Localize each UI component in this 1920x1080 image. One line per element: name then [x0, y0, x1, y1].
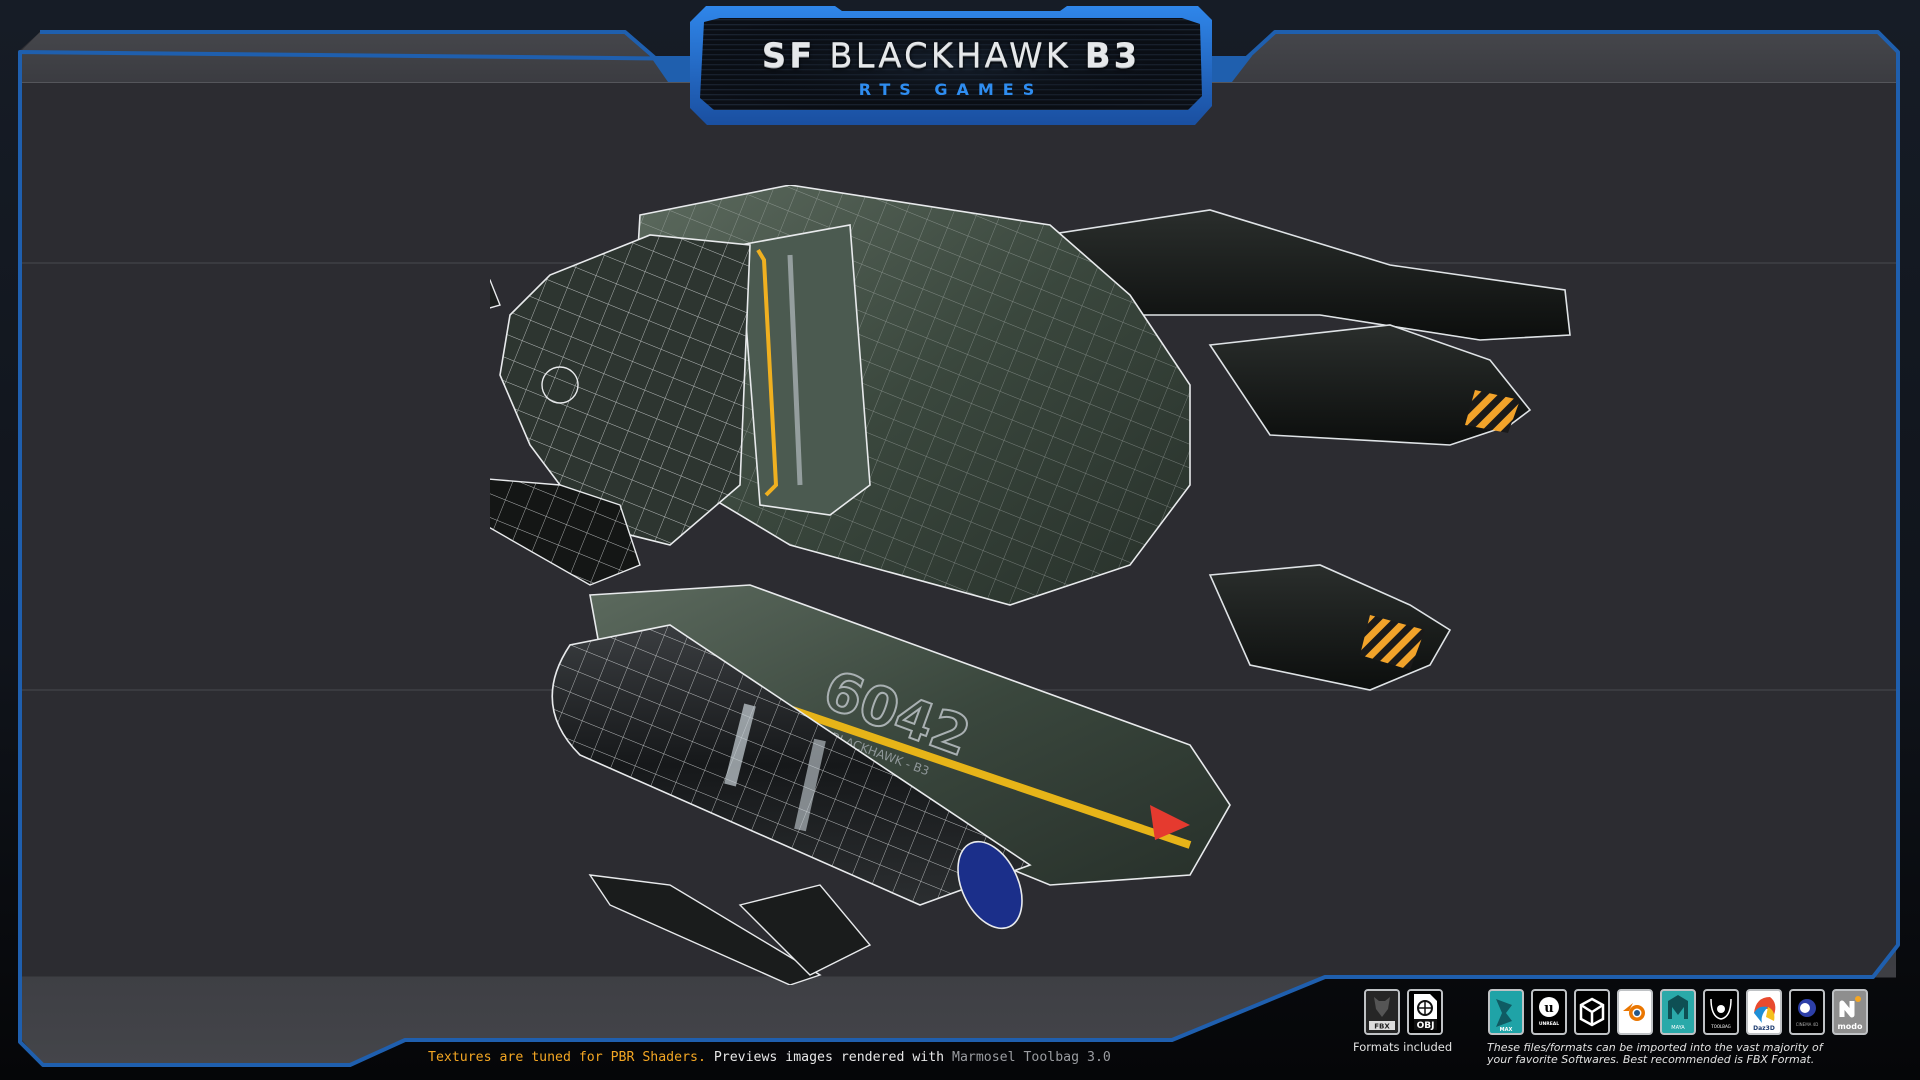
renderer-name: Marmosel Toolbag 3.0 [952, 1050, 1111, 1065]
maya-icon: MAYA [1660, 989, 1696, 1035]
title-suffix: B3 [1084, 36, 1141, 76]
ship-nose [490, 234, 751, 546]
svg-text:Daz3D: Daz3D [1753, 1025, 1775, 1032]
modo-icon: modo [1832, 989, 1868, 1035]
landing-gear [588, 874, 872, 985]
software-note-line2: your favorite Softwares. Best recommende… [1487, 1053, 1815, 1066]
product-subtitle: RTS GAMES [858, 80, 1044, 99]
nose-guns [490, 478, 641, 586]
ship-main-body [629, 185, 1191, 606]
3ds-max-icon: MAX [1488, 989, 1524, 1035]
lower-rear-fin [1208, 564, 1452, 691]
svg-text:u: u [1544, 1001, 1553, 1016]
product-title: SF BLACKHAWK B3 [690, 36, 1212, 76]
svg-text:CINEMA 4D: CINEMA 4D [1796, 1022, 1819, 1027]
fbx-file-icon: FBX [1364, 989, 1400, 1035]
title-badge: SF BLACKHAWK B3 RTS GAMES [690, 6, 1212, 125]
formats-included-label: Formats included [1353, 1040, 1453, 1054]
render-note: Previews images rendered with [705, 1050, 953, 1065]
daz3d-icon: Daz3D [1746, 989, 1782, 1035]
software-note-line1: These files/formats can be imported into… [1487, 1041, 1823, 1054]
title-badge-background [690, 6, 1212, 125]
software-compatibility-note: These files/formats can be imported into… [1487, 1042, 1823, 1066]
engine-exhaust [957, 840, 1023, 930]
obj-file-icon: OBJ [1407, 989, 1443, 1035]
spaceship-render: 6042 BLACKHAWK - B3 02 [490, 185, 1571, 985]
pbr-note: Textures are tuned for PBR Shaders. [428, 1050, 706, 1065]
marmoset-toolbag-icon: TOOLBAG [1703, 989, 1739, 1035]
cinema4d-icon: CINEMA 4D [1789, 989, 1825, 1035]
title-main: BLACKHAWK [829, 36, 1071, 76]
render-caption: Textures are tuned for PBR Shaders. Prev… [428, 1050, 1111, 1065]
unity-icon [1574, 989, 1610, 1035]
engine-nacelle [551, 624, 1032, 930]
title-prefix: SF [761, 36, 816, 76]
side-pod: 6042 BLACKHAWK - B3 02 [589, 584, 1231, 886]
svg-text:MAX: MAX [1500, 1027, 1513, 1033]
svg-text:MAYA: MAYA [1671, 1025, 1685, 1031]
blender-icon [1617, 989, 1653, 1035]
fbx-label: FBX [1374, 1023, 1390, 1031]
obj-label: OBJ [1417, 1021, 1435, 1031]
svg-text:UNREAL: UNREAL [1539, 1021, 1559, 1027]
mid-rear-fin [1208, 324, 1532, 446]
svg-text:modo: modo [1837, 1022, 1863, 1031]
svg-text:TOOLBAG: TOOLBAG [1710, 1024, 1730, 1029]
